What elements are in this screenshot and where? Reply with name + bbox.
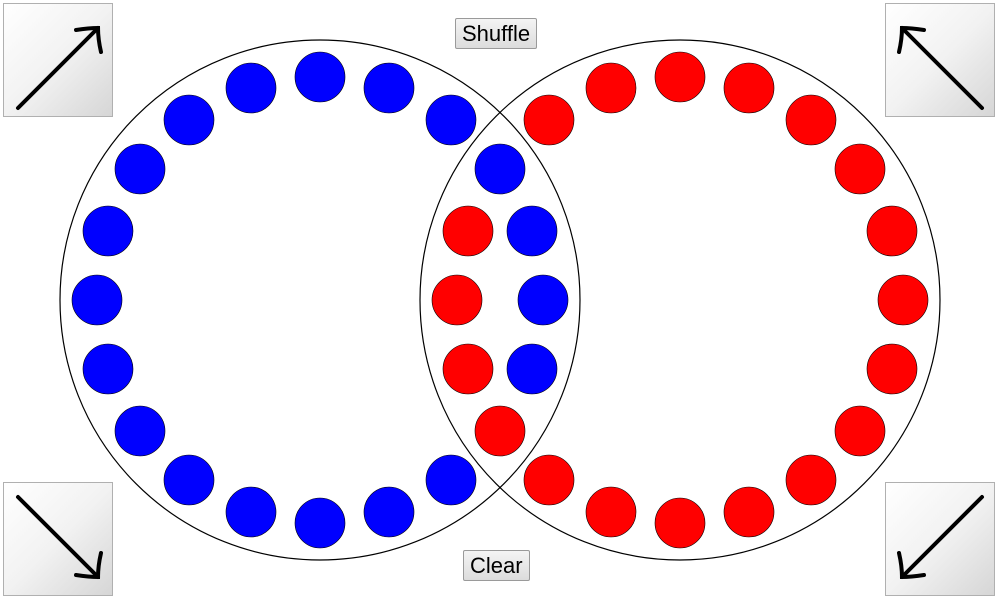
arrow-up-right-icon — [16, 25, 103, 110]
right-set-circle — [419, 39, 941, 561]
blue-token[interactable] — [474, 143, 526, 195]
blue-token[interactable] — [82, 205, 134, 257]
blue-token[interactable] — [82, 343, 134, 395]
blue-token[interactable] — [114, 405, 166, 457]
blue-token[interactable] — [506, 343, 558, 395]
red-token[interactable] — [474, 405, 526, 457]
red-token[interactable] — [877, 274, 929, 326]
red-token[interactable] — [834, 405, 886, 457]
blue-token[interactable] — [225, 486, 277, 538]
arrow-up-left-icon — [897, 25, 984, 110]
blue-token[interactable] — [517, 274, 569, 326]
red-token[interactable] — [785, 94, 837, 146]
blue-token[interactable] — [363, 62, 415, 114]
blue-token[interactable] — [363, 486, 415, 538]
red-token[interactable] — [723, 62, 775, 114]
arrow-down-right-button[interactable] — [3, 482, 113, 596]
blue-token[interactable] — [71, 274, 123, 326]
red-token[interactable] — [431, 274, 483, 326]
red-token[interactable] — [866, 343, 918, 395]
arrow-up-right-button[interactable] — [3, 3, 113, 117]
blue-token[interactable] — [114, 143, 166, 195]
left-set-circle — [59, 39, 581, 561]
blue-token[interactable] — [163, 94, 215, 146]
arrow-down-right-icon — [16, 495, 103, 580]
red-token[interactable] — [866, 205, 918, 257]
blue-token[interactable] — [425, 454, 477, 506]
red-token[interactable] — [834, 143, 886, 195]
blue-token[interactable] — [294, 51, 346, 103]
arrow-down-left-button[interactable] — [885, 482, 995, 596]
red-token[interactable] — [585, 62, 637, 114]
arrow-down-left-icon — [897, 495, 984, 580]
blue-token[interactable] — [425, 94, 477, 146]
blue-token[interactable] — [506, 205, 558, 257]
red-token[interactable] — [523, 94, 575, 146]
red-token[interactable] — [585, 486, 637, 538]
red-token[interactable] — [785, 454, 837, 506]
blue-token[interactable] — [163, 454, 215, 506]
red-token[interactable] — [723, 486, 775, 538]
shuffle-button[interactable]: Shuffle — [455, 18, 538, 49]
red-token[interactable] — [654, 51, 706, 103]
clear-button[interactable]: Clear — [463, 550, 530, 581]
red-token[interactable] — [654, 497, 706, 549]
arrow-up-left-button[interactable] — [885, 3, 995, 117]
token-layer — [71, 51, 929, 549]
red-token[interactable] — [523, 454, 575, 506]
red-token[interactable] — [442, 343, 494, 395]
red-token[interactable] — [442, 205, 494, 257]
blue-token[interactable] — [294, 497, 346, 549]
blue-token[interactable] — [225, 62, 277, 114]
